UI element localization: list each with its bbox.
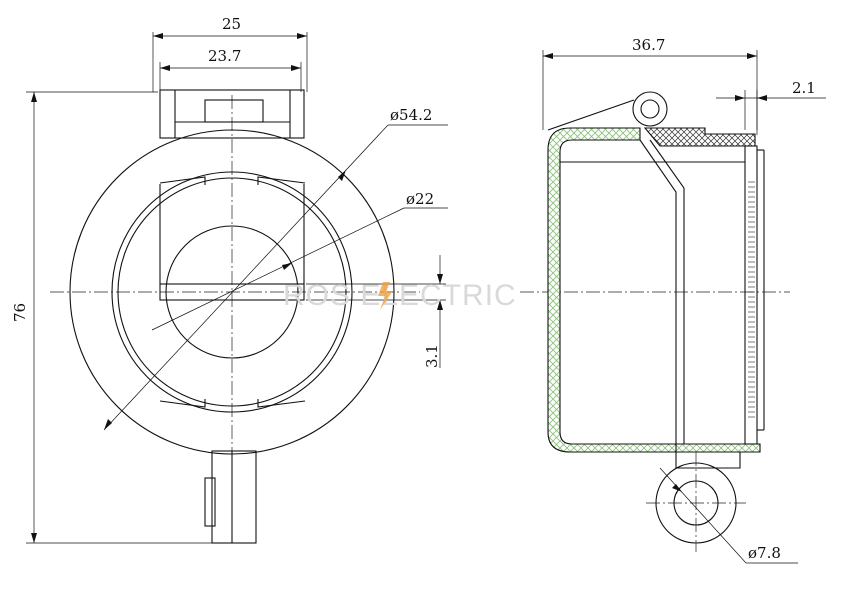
inner-ring-outer <box>111 171 353 413</box>
dim-width-25: 25 <box>222 15 241 33</box>
top-tab-outer <box>159 89 305 139</box>
key-slot <box>159 283 305 301</box>
side-dimensions: 36.7 2.1 ø7.8 <box>542 36 826 564</box>
dim-width-23-7: 23.7 <box>208 47 241 65</box>
hinge-pin-outer <box>632 91 668 127</box>
dim-height-76: 76 <box>11 303 29 322</box>
front-view <box>50 89 420 544</box>
hinge-spring <box>639 139 677 444</box>
dim-hole-diameter: ø7.8 <box>748 544 781 562</box>
dim-inner-diameter: ø22 <box>406 190 434 208</box>
side-view <box>520 91 790 552</box>
top-tab-slot <box>204 99 264 123</box>
watermark-logo: ROS ELECTRIC <box>283 279 517 312</box>
inner-ring-inner <box>117 177 347 407</box>
ring-notch-bottom <box>159 399 306 408</box>
thread-lines <box>748 181 755 418</box>
center-hole <box>165 225 299 359</box>
dim-lip-2-1: 2.1 <box>792 79 816 97</box>
bottom-strap <box>675 444 741 469</box>
hinge-rim-section <box>643 127 756 147</box>
front-dimensions: 25 23.7 76 ø54.2 ø22 3.1 <box>11 15 448 544</box>
front-wall <box>744 145 758 445</box>
dim-depth-36-7: 36.7 <box>632 36 665 54</box>
dim-offset-3-1: 3.1 <box>423 344 441 368</box>
bottom-lug <box>211 450 257 544</box>
hinge-pin-inner <box>640 99 660 119</box>
dim-outer-diameter: ø54.2 <box>390 106 432 124</box>
ring-notch-top <box>159 176 306 185</box>
lightning-icon <box>378 282 392 310</box>
cup-shell-section <box>547 127 761 453</box>
watermark-text: ROS ELECTRIC <box>283 279 517 312</box>
